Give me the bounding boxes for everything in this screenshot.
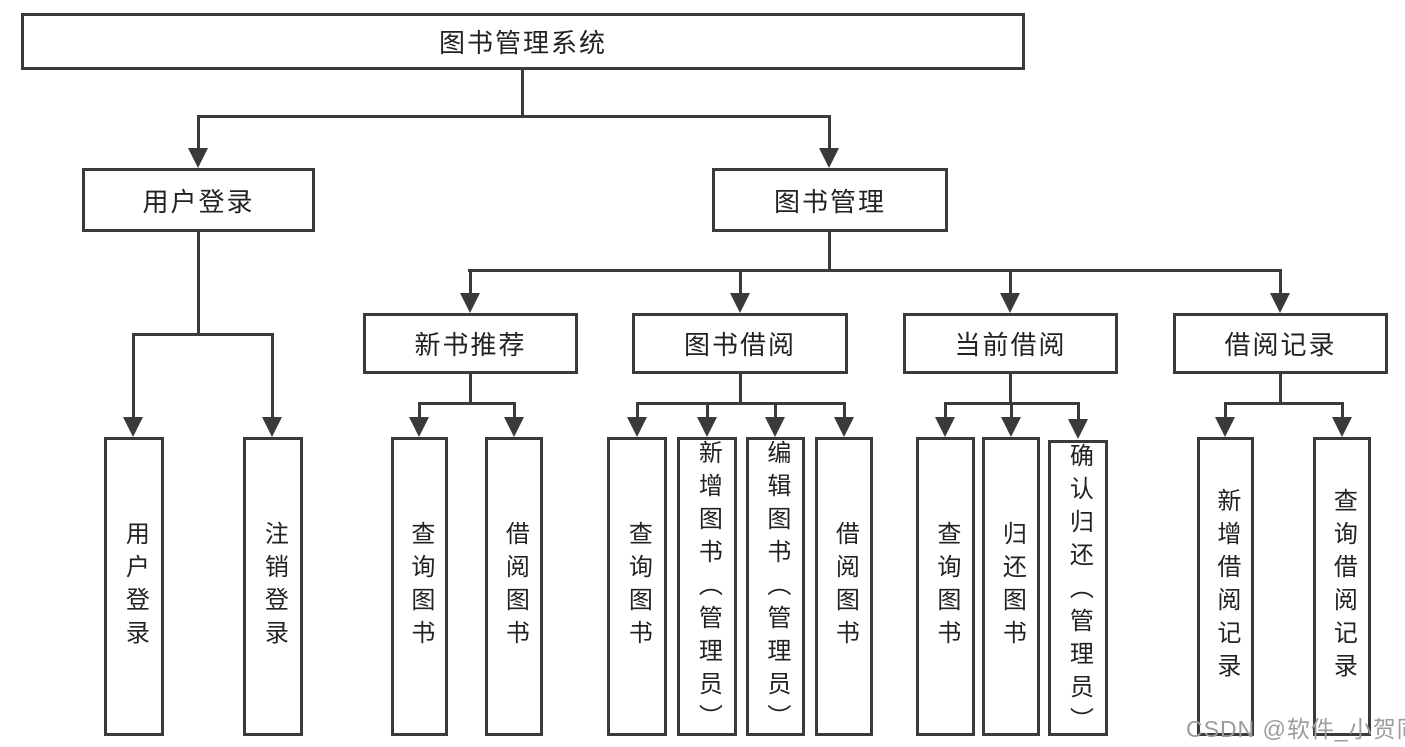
arrow-down-icon [935,417,955,437]
leaf-query-book-newrec: 查询图书 [391,437,448,736]
node-user-login: 用户登录 [82,168,315,232]
connector-stem-current-borrow [1009,269,1012,295]
arrow-down-icon [123,417,143,437]
connector-stem-new-book-rec [469,269,472,295]
leaf-return-book: 归还图书 [982,437,1040,736]
node-label: 当前借阅 [954,330,1067,360]
leaf-logout: 注销登录 [243,437,303,736]
node-borrow-records: 借阅记录 [1173,313,1388,374]
connector-root-stem [521,70,524,117]
connector-book-mgmt-down [828,232,831,272]
leaf-borrow-book-newrec: 借阅图书 [485,437,543,736]
connector-level2-branch [197,115,831,118]
arrow-down-icon [697,417,717,437]
arrow-down-icon [460,293,480,313]
connector-stem-leaf [1341,402,1344,420]
node-new-book-recommend: 新书推荐 [363,313,578,374]
leaf-user-login: 用户登录 [104,437,164,736]
watermark: CSDN @软件_小贺同学 [1186,716,1405,742]
leaf-label: 新增图书（管理员） [694,440,722,737]
connector-stem-leaf [513,402,516,420]
leaf-label: 用户登录 [121,520,149,653]
arrow-down-icon [262,417,282,437]
arrow-down-icon [627,417,647,437]
leaf-label: 编辑图书（管理员） [762,440,790,737]
arrow-down-icon [1000,293,1020,313]
connector-stem-borrow-record [1279,269,1282,295]
connector-book-borrow-branch [636,402,846,405]
connector-stem-leaf [636,402,639,420]
leaf-label: 借阅图书 [501,520,529,653]
leaf-label: 确认归还（管理员） [1065,443,1093,740]
arrow-down-icon [819,148,839,168]
node-current-borrow: 当前借阅 [903,313,1118,374]
arrow-down-icon [1270,293,1290,313]
leaf-query-book-current: 查询图书 [916,437,975,736]
arrow-down-icon [504,417,524,437]
leaf-label: 查询图书 [624,520,652,653]
connector-stem-leaf [843,402,846,420]
connector-stem-leaf-login [132,333,135,419]
connector-stem-leaf [706,402,709,420]
connector-new-book-rec-down [469,372,472,404]
arrow-down-icon [1001,417,1021,437]
connector-stem-leaf [1224,402,1227,420]
leaf-label: 新增借阅记录 [1212,487,1240,686]
leaf-confirm-return-admin: 确认归还（管理员） [1048,440,1108,740]
leaf-label: 查询图书 [932,520,960,653]
leaf-label: 借阅图书 [831,520,859,653]
leaf-add-borrow-record: 新增借阅记录 [1197,437,1254,736]
arrow-down-icon [1215,417,1235,437]
leaf-label: 注销登录 [260,520,288,653]
connector-stem-book-mgmt [828,115,831,150]
arrow-down-icon [730,293,750,313]
connector-stem-user-login [197,115,200,150]
connector-borrow-record-down [1279,372,1282,404]
leaf-query-borrow-record: 查询借阅记录 [1313,437,1371,736]
connector-stem-leaf [1077,402,1080,420]
leaf-label: 查询图书 [406,520,434,653]
node-book-borrow: 图书借阅 [632,313,848,374]
connector-stem-leaf [944,402,947,420]
leaf-edit-book-admin: 编辑图书（管理员） [746,437,805,737]
connector-book-borrow-down [739,372,742,404]
arrow-down-icon [1068,419,1088,439]
node-label: 用户登录 [142,186,255,217]
arrow-down-icon [765,417,785,437]
connector-stem-leaf [418,402,421,420]
connector-stem-leaf [1010,402,1013,420]
leaf-label: 查询借阅记录 [1329,487,1357,686]
connector-stem-book-borrow [739,269,742,295]
arrow-down-icon [1332,417,1352,437]
node-label: 新书推荐 [414,330,527,360]
arrow-down-icon [409,417,429,437]
leaf-query-book-borrow: 查询图书 [607,437,667,736]
connector-level3-branch [468,269,1281,272]
node-label: 图书管理系统 [438,28,607,58]
connector-borrow-record-branch [1224,402,1344,405]
node-label: 图书管理 [773,186,886,217]
connector-user-leaves-branch [132,333,274,336]
connector-new-book-rec-branch [418,402,516,405]
node-library-management-system: 图书管理系统 [21,13,1025,70]
connector-user-login-down [197,232,200,335]
node-label: 图书借阅 [683,330,796,360]
leaf-add-book-admin: 新增图书（管理员） [677,437,737,737]
connector-current-borrow-down [1009,372,1012,404]
leaf-label: 归还图书 [998,520,1026,653]
arrow-down-icon [834,417,854,437]
node-book-management: 图书管理 [712,168,948,232]
arrow-down-icon [188,148,208,168]
connector-stem-leaf-logout [271,333,274,419]
connector-stem-leaf [774,402,777,420]
node-label: 借阅记录 [1224,330,1337,360]
leaf-borrow-book: 借阅图书 [815,437,873,736]
